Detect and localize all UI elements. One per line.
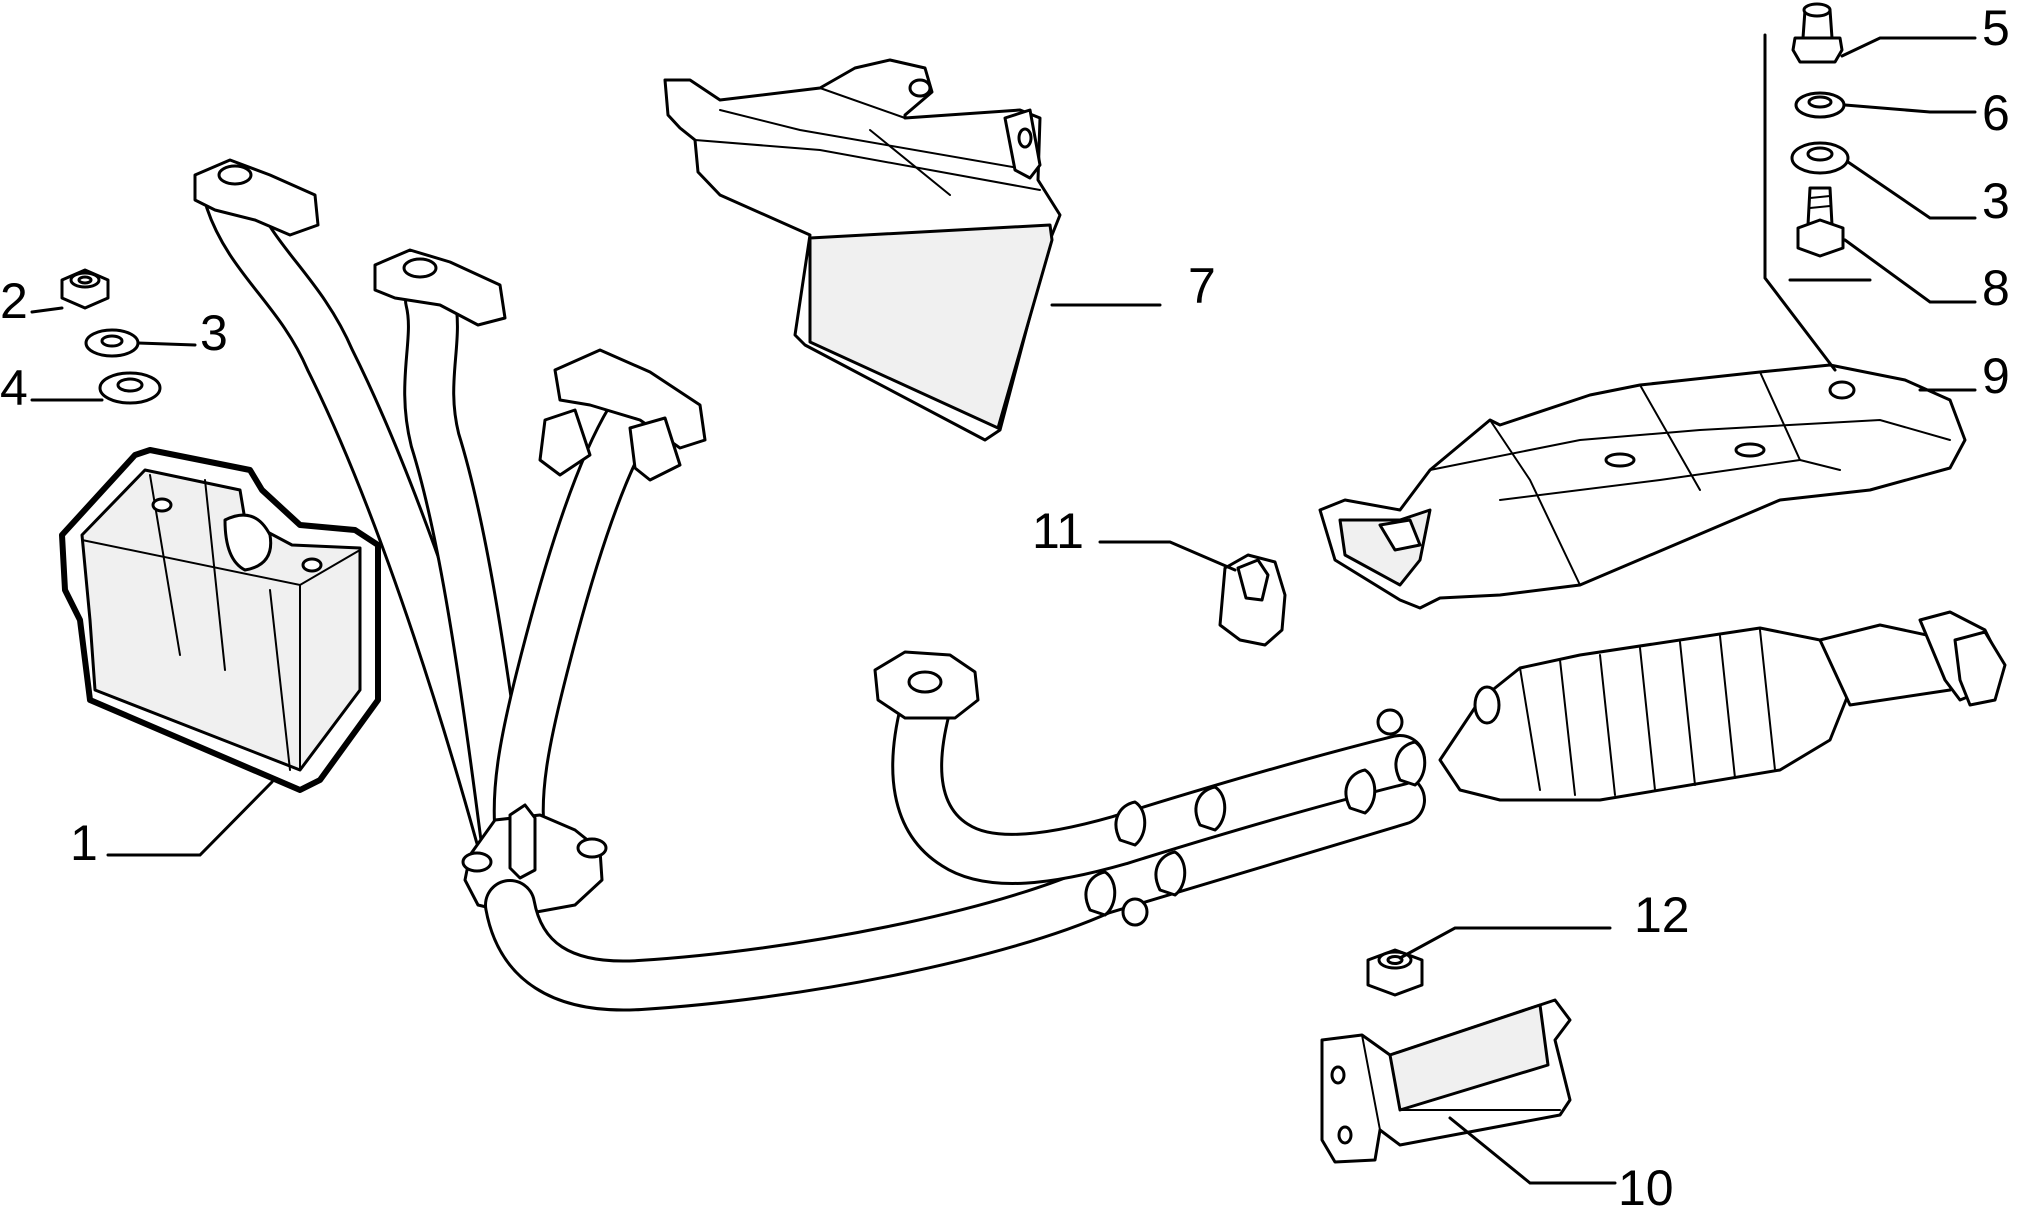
- callout-12: 12: [1634, 887, 1690, 943]
- callout-7: 7: [1188, 258, 1216, 314]
- callout-8: 8: [1982, 260, 2010, 316]
- callout-3-right: 3: [1982, 173, 2010, 229]
- callout-3-left: 3: [200, 305, 228, 361]
- callout-1: 1: [70, 815, 98, 871]
- part-heat-shield-right[interactable]: [1318, 363, 1967, 610]
- part-bolt-8[interactable]: [1796, 186, 1845, 258]
- part-lock-washer-3-right[interactable]: [1790, 141, 1850, 175]
- part-catalytic-converter[interactable]: [1438, 610, 2007, 802]
- callout-11: 11: [1032, 503, 1084, 559]
- leader-lines: [30, 33, 1977, 1185]
- part-exhaust-manifold[interactable]: [193, 158, 707, 917]
- callout-10: 10: [1618, 1160, 1674, 1213]
- callout-5: 5: [1982, 0, 2010, 56]
- callout-2: 2: [0, 273, 28, 329]
- part-exhaust-pipe-assembly[interactable]: [484, 650, 1486, 1012]
- part-heat-shield-top[interactable]: [663, 58, 1062, 442]
- callout-4: 4: [0, 360, 28, 416]
- part-heat-shield-left[interactable]: [59, 447, 381, 793]
- callout-9: 9: [1982, 348, 2010, 404]
- part-spacer-5[interactable]: [1791, 2, 1844, 64]
- part-nut-2[interactable]: [60, 268, 110, 310]
- part-rubber-mount-11[interactable]: [1218, 553, 1287, 647]
- callout-6: 6: [1982, 85, 2010, 141]
- part-lock-washer-3-left[interactable]: [84, 328, 140, 358]
- part-nut-12[interactable]: [1366, 948, 1424, 997]
- part-washer-4[interactable]: [98, 371, 162, 405]
- part-bracket-10[interactable]: [1320, 998, 1572, 1164]
- part-washer-6[interactable]: [1794, 91, 1846, 119]
